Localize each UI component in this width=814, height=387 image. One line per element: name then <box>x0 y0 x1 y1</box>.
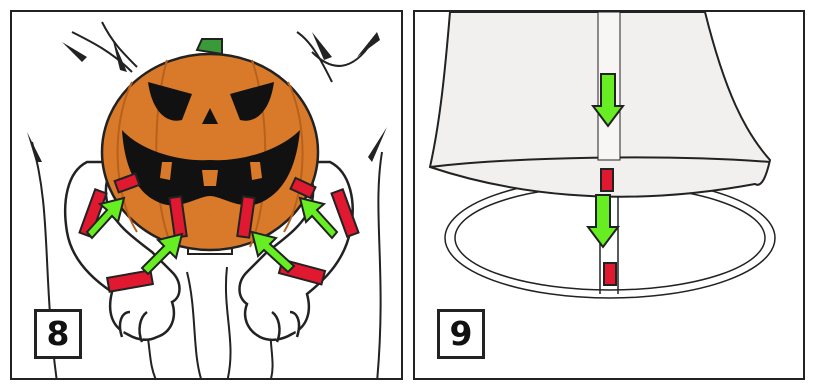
step-8-panel: 8 <box>10 10 403 380</box>
step-number-badge: 9 <box>437 309 485 359</box>
step-number-badge: 8 <box>34 309 82 359</box>
pumpkin-icon <box>102 39 318 254</box>
step-9-panel: 9 <box>413 10 805 380</box>
